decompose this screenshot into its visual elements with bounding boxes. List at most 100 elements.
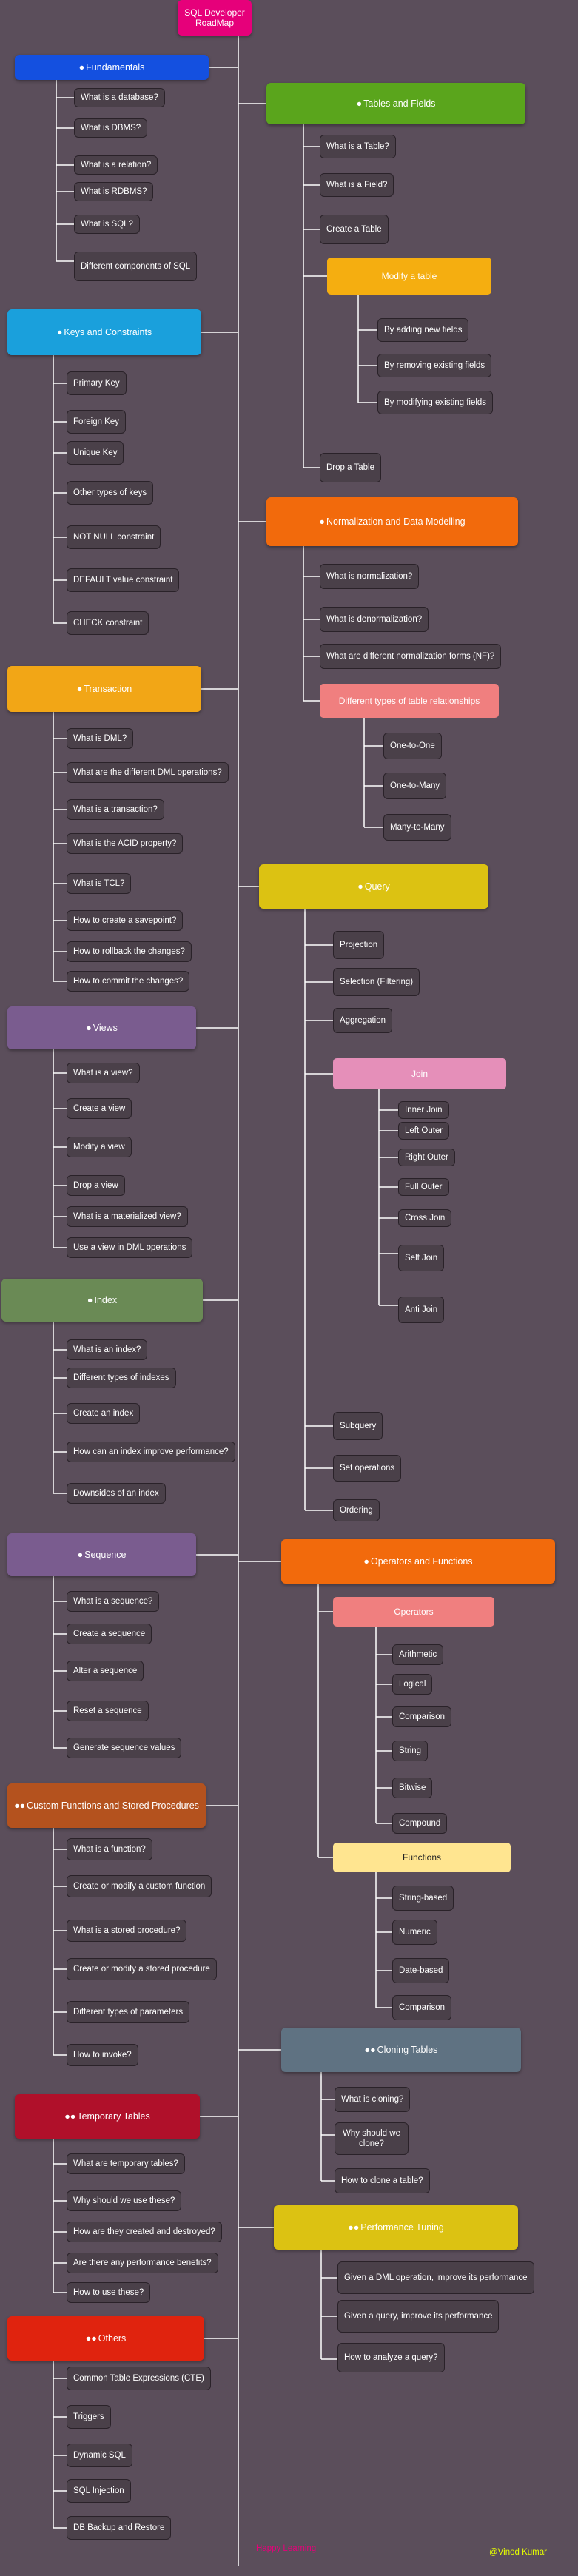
custom-functions-item-how-to-invoke: How to invoke?	[67, 2044, 138, 2066]
sequence-item-reset-a-sequence: Reset a sequence	[67, 1701, 149, 1721]
cloning-item-how-to-clone-a-table: How to clone a table?	[335, 2168, 430, 2193]
bullet-icon: ●●	[64, 2111, 76, 2122]
join-item-anti-join: Anti Join	[398, 1297, 445, 1323]
tables-modify-item-by-adding-new-fields: By adding new fields	[377, 318, 469, 342]
functions-item-comparison: Comparison	[392, 1995, 451, 2020]
others-item-common-table-expressions-cte: Common Table Expressions (CTE)	[67, 2367, 211, 2390]
sequence-item-create-a-sequence: Create a sequence	[67, 1624, 152, 1644]
keys-item-other-types-of-keys: Other types of keys	[67, 481, 154, 505]
index-item-downsides-of-an-index: Downsides of an index	[67, 1483, 166, 1504]
footer-left: Happy Learning	[256, 2544, 317, 2553]
join-item-full-outer: Full Outer	[398, 1178, 449, 1196]
fundamentals-item-what-is-rdbms: What is RDBMS?	[74, 182, 154, 201]
bullet-icon: ●	[78, 62, 85, 73]
normalization-relations-header: Different types of table relationships	[320, 684, 499, 718]
cloning-item-what-is-cloning: What is cloning?	[335, 2087, 411, 2112]
sequence-item-generate-sequence-values: Generate sequence values	[67, 1738, 182, 1758]
query-item-selection-filtering: Selection (Filtering)	[333, 968, 420, 996]
bullet-icon: ●●	[364, 2045, 376, 2055]
operators-item-bitwise: Bitwise	[392, 1778, 433, 1798]
fundamentals-item-what-is-sql: What is SQL?	[74, 215, 140, 234]
temporary-header: ●● Temporary Tables	[15, 2094, 200, 2139]
cloning-header: ●● Cloning Tables	[281, 2028, 521, 2072]
performance-item-given-a-dml-operation-improve-its-performance: Given a DML operation, improve its perfo…	[337, 2261, 534, 2294]
normalization-header: ● Normalization and Data Modelling	[266, 497, 518, 546]
custom-functions-item-create-or-modify-a-custom-function: Create or modify a custom function	[67, 1875, 212, 1897]
bullet-icon: ●●	[85, 2333, 97, 2344]
operators-item-comparison: Comparison	[392, 1706, 451, 1727]
fundamentals-item-what-is-a-database: What is a database?	[74, 88, 165, 107]
transaction-item-what-is-tcl: What is TCL?	[67, 873, 132, 894]
index-item-different-types-of-indexes: Different types of indexes	[67, 1368, 176, 1388]
views-item-what-is-a-view: What is a view?	[67, 1063, 140, 1083]
query-item-ordering: Ordering	[333, 1499, 380, 1521]
performance-header: ●● Performance Tuning	[274, 2205, 518, 2250]
operators-item-string: String	[392, 1741, 429, 1761]
page-title: SQL Developer RoadMap	[178, 0, 252, 36]
tables-item-drop-a-table: Drop a Table	[320, 453, 381, 482]
query-item-set-operations: Set operations	[333, 1455, 402, 1482]
query-item-projection: Projection	[333, 931, 385, 959]
custom-functions-item-create-or-modify-a-stored-procedure: Create or modify a stored procedure	[67, 1958, 217, 1980]
transaction-item-what-is-dml: What is DML?	[67, 728, 134, 749]
transaction-item-how-to-commit-the-changes: How to commit the changes?	[67, 971, 190, 992]
transaction-item-how-to-create-a-savepoint: How to create a savepoint?	[67, 910, 184, 931]
normalization-item-what-is-denormalization: What is denormalization?	[320, 607, 429, 632]
performance-item-given-a-query-improve-its-performance: Given a query, improve its performance	[337, 2300, 500, 2333]
views-header: ● Views	[7, 1006, 196, 1049]
operators-item-compound: Compound	[392, 1813, 448, 1834]
transaction-item-what-is-a-transaction: What is a transaction?	[67, 799, 164, 820]
footer-right: @Vinod Kumar	[489, 2548, 547, 2557]
operators-header: Operators	[333, 1597, 494, 1627]
relations-item-many-to-many: Many-to-Many	[383, 814, 451, 841]
custom-functions-item-different-types-of-parameters: Different types of parameters	[67, 2001, 190, 2023]
others-item-db-backup-and-restore: DB Backup and Restore	[67, 2516, 172, 2540]
fundamentals-item-what-is-dbms: What is DBMS?	[74, 118, 148, 138]
normalization-item-what-are-different-normalization-forms-nf: What are different normalization forms (…	[320, 644, 502, 669]
join-item-cross-join: Cross Join	[398, 1209, 452, 1227]
index-item-how-can-an-index-improve-performance: How can an index improve performance?	[67, 1442, 235, 1462]
tables-modify-header: Modify a table	[327, 258, 491, 295]
keys-item-primary-key: Primary Key	[67, 371, 127, 395]
temporary-item-what-are-temporary-tables: What are temporary tables?	[67, 2153, 185, 2174]
join-item-self-join: Self Join	[398, 1245, 445, 1271]
normalization-item-what-is-normalization: What is normalization?	[320, 564, 420, 589]
custom-functions-item-what-is-a-function: What is a function?	[67, 1838, 152, 1860]
bullet-icon: ●	[363, 1556, 369, 1567]
fundamentals-header: ● Fundamentals	[15, 55, 209, 80]
query-item-subquery: Subquery	[333, 1412, 383, 1440]
relations-item-one-to-many: One-to-Many	[383, 773, 447, 799]
performance-item-how-to-analyze-a-query: How to analyze a query?	[337, 2343, 445, 2372]
tables-item-create-a-table: Create a Table	[320, 215, 389, 244]
bullet-icon: ●	[86, 1023, 92, 1033]
bullet-icon: ●	[76, 684, 83, 694]
bullet-icon: ●	[87, 1295, 93, 1305]
tables-item-what-is-a-field: What is a Field?	[320, 173, 394, 197]
query-header: ● Query	[259, 864, 488, 909]
keys-item-default-value-constraint: DEFAULT value constraint	[67, 568, 180, 592]
custom-functions-item-what-is-a-stored-procedure: What is a stored procedure?	[67, 1920, 187, 1942]
views-item-modify-a-view: Modify a view	[67, 1137, 132, 1157]
bullet-icon: ●●	[14, 1800, 26, 1811]
bullet-icon: ●	[357, 881, 363, 892]
views-item-drop-a-view: Drop a view	[67, 1175, 125, 1196]
bullet-icon: ●	[319, 517, 325, 527]
custom-functions-header: ●● Custom Functions and Stored Procedure…	[7, 1783, 206, 1828]
keys-item-foreign-key: Foreign Key	[67, 410, 127, 434]
tables-modify-item-by-modifying-existing-fields: By modifying existing fields	[377, 391, 494, 414]
functions-item-date-based: Date-based	[392, 1958, 450, 1983]
bullet-icon: ●●	[348, 2222, 360, 2233]
keys-item-check-constraint: CHECK constraint	[67, 611, 149, 635]
query-item-aggregation: Aggregation	[333, 1008, 393, 1033]
views-item-create-a-view: Create a view	[67, 1098, 132, 1119]
index-header: ● Index	[1, 1279, 203, 1322]
join-item-left-outer: Left Outer	[398, 1122, 450, 1140]
transaction-header: ● Transaction	[7, 666, 201, 712]
index-item-what-is-an-index: What is an index?	[67, 1339, 148, 1360]
keys-header: ● Keys and Constraints	[7, 309, 201, 355]
join-item-inner-join: Inner Join	[398, 1101, 449, 1119]
others-header: ●● Others	[7, 2316, 204, 2361]
functions-item-string-based: String-based	[392, 1886, 454, 1911]
tables-header: ● Tables and Fields	[266, 83, 525, 124]
